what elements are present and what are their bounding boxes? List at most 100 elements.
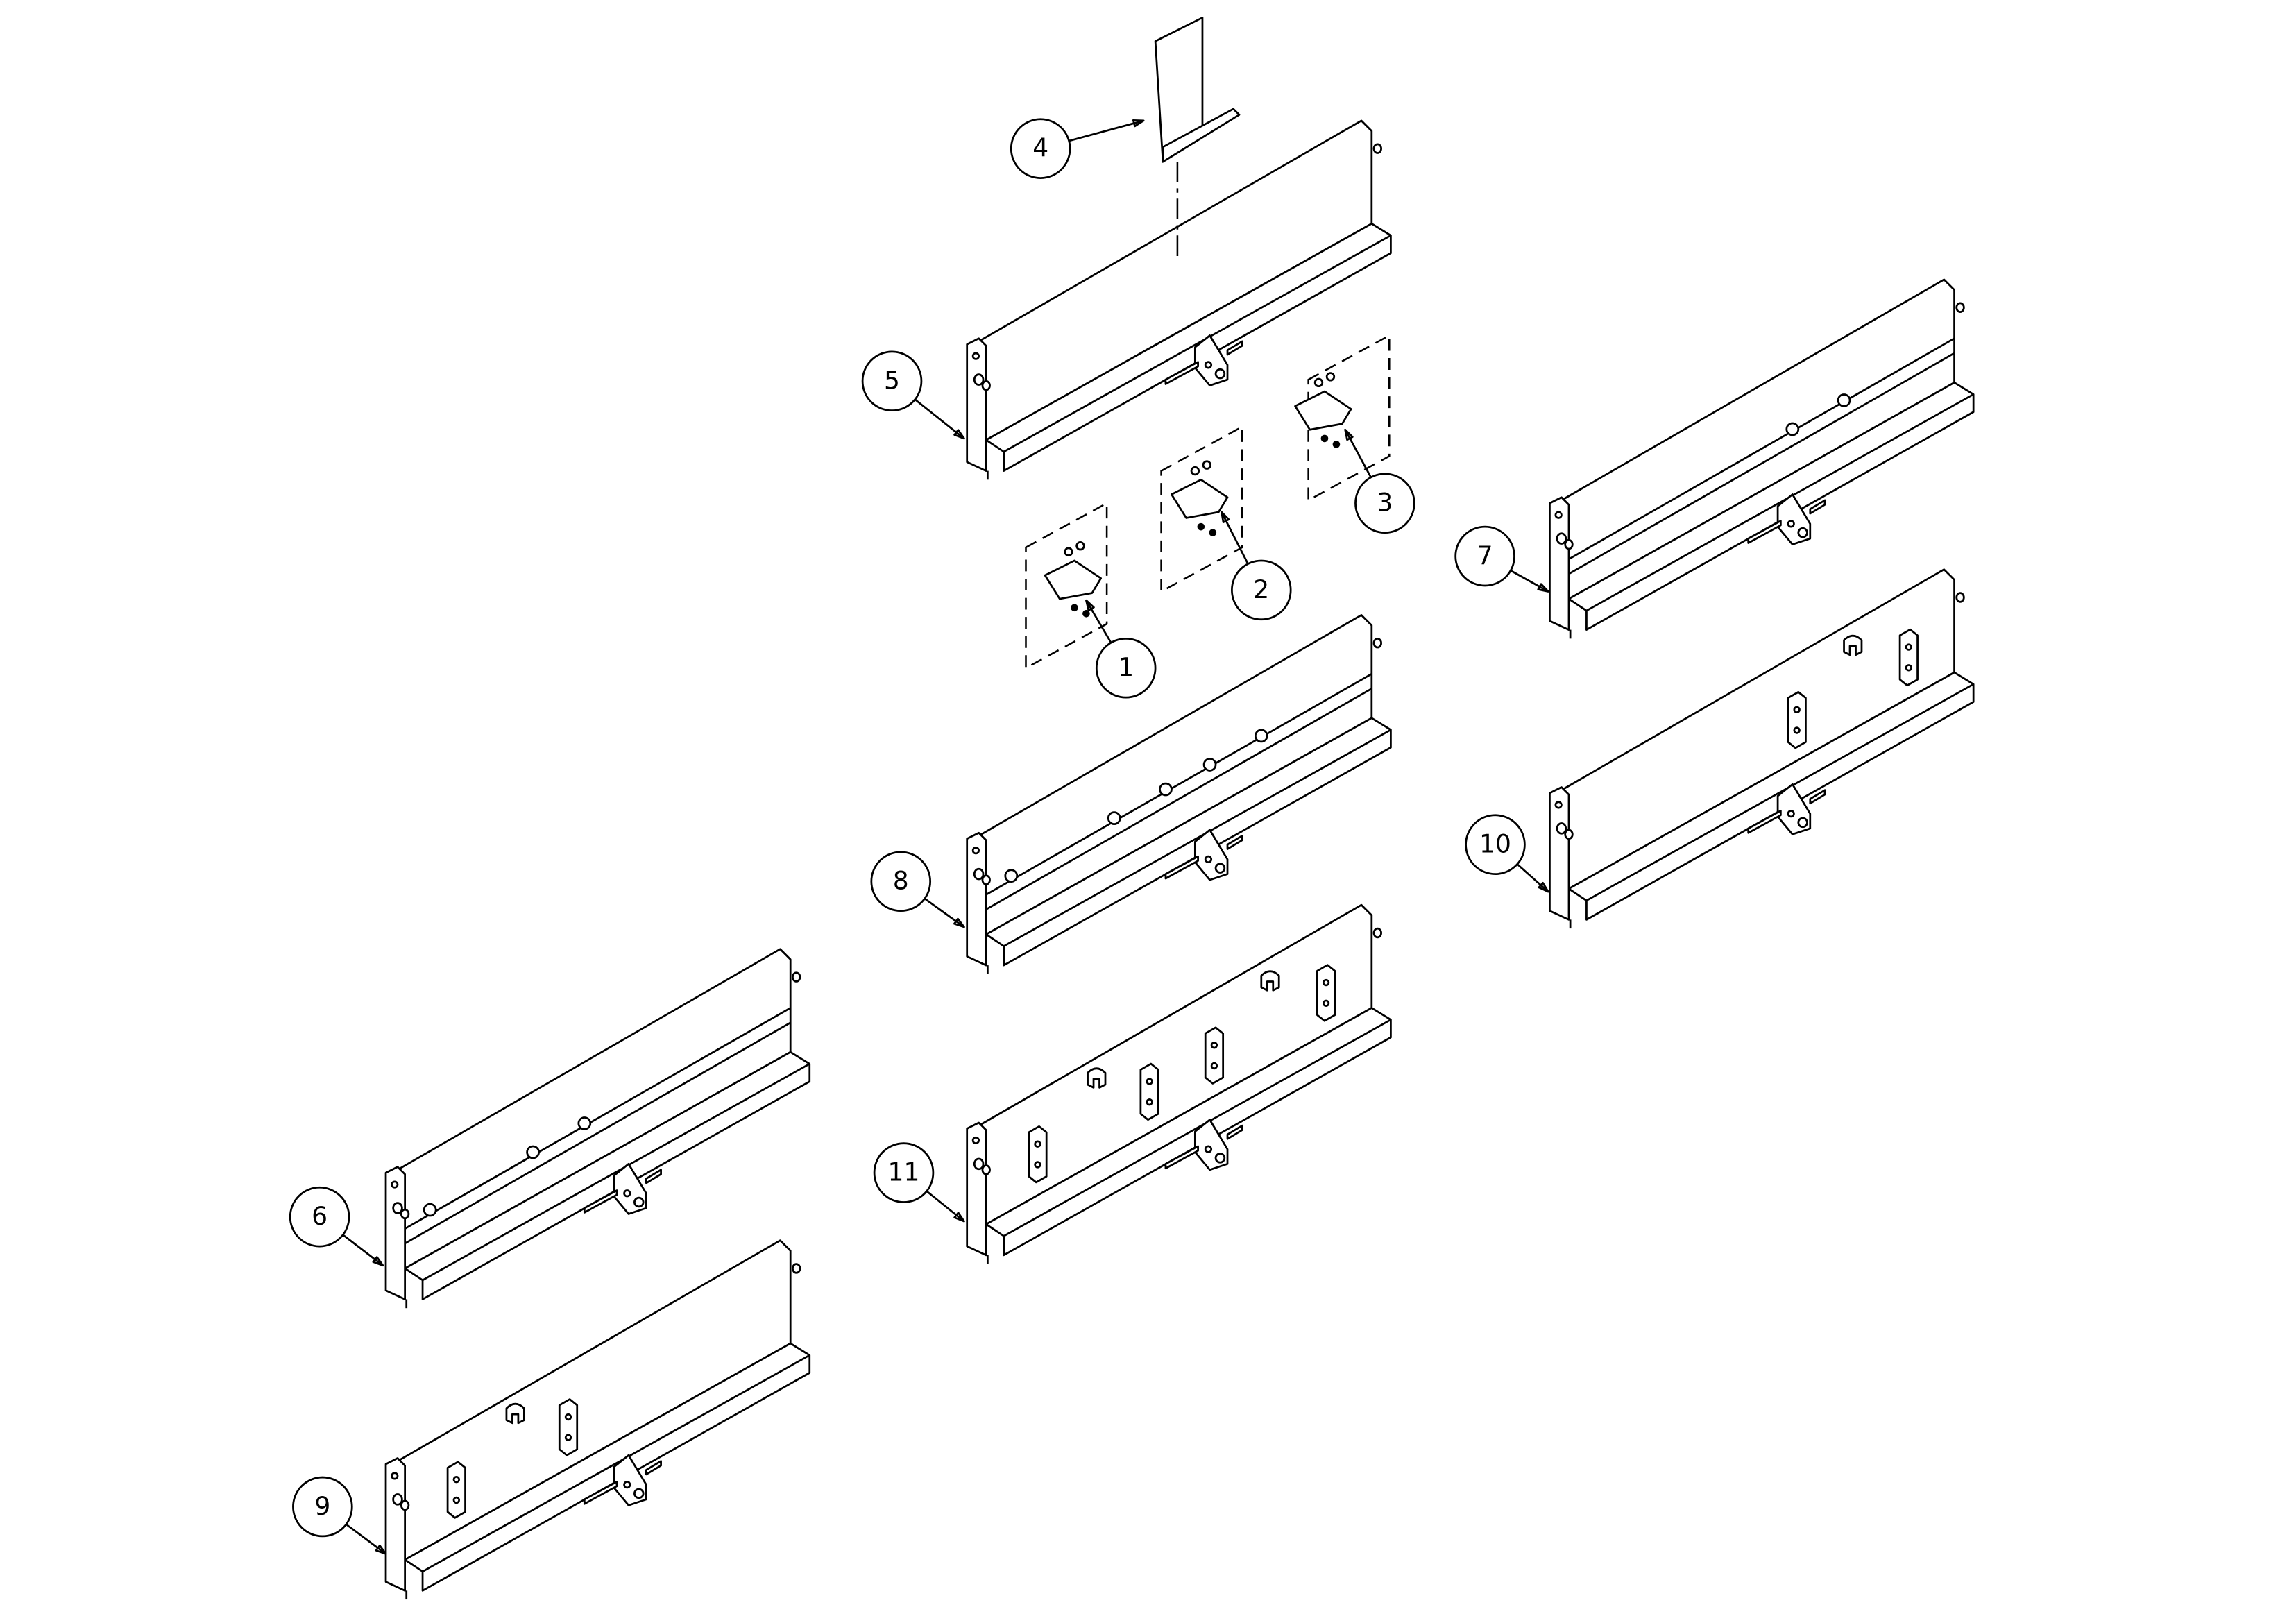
dashed-boundary <box>1025 502 1108 670</box>
latch-bolt <box>633 1488 645 1499</box>
washer <box>1564 829 1574 840</box>
leader-arrow <box>953 917 965 928</box>
post-hole <box>391 1180 399 1189</box>
rod-collar <box>1004 869 1019 883</box>
latch-bar <box>1747 810 1782 834</box>
flange-edge <box>422 1354 810 1572</box>
divider-plate <box>1154 17 1241 163</box>
rod <box>985 688 1372 910</box>
latch-bar <box>645 1460 662 1476</box>
latch-bar <box>1809 789 1826 805</box>
callout-11: 11 <box>873 1142 965 1223</box>
bracket-body <box>1294 390 1352 431</box>
bolt-head <box>973 867 985 881</box>
rod-collar <box>1202 758 1217 772</box>
latch-bar <box>1164 1145 1199 1170</box>
post-hole <box>1554 511 1563 519</box>
post-hole <box>971 352 980 360</box>
clevis-hole <box>1322 999 1330 1007</box>
callout-label: 5 <box>884 367 900 396</box>
bracket-2 <box>1160 425 1243 593</box>
rod-collar <box>1837 393 1851 407</box>
latch-bar <box>583 1481 618 1505</box>
callout-circle <box>1230 559 1292 621</box>
bracket-1 <box>1025 502 1108 670</box>
clevis-plate <box>1028 1125 1048 1184</box>
end-post <box>384 1457 406 1592</box>
clevis-hole <box>1793 726 1801 734</box>
dashed-boundary <box>1160 425 1243 593</box>
post-hole <box>971 847 980 855</box>
callout-circle <box>1454 525 1515 587</box>
leader-arrow <box>1221 511 1230 523</box>
post-hole <box>971 1136 980 1145</box>
panel-7 <box>1549 278 1975 639</box>
latch-bar <box>583 1189 618 1214</box>
nut <box>1320 434 1329 443</box>
panel-5 <box>966 119 1392 480</box>
panel-8 <box>966 614 1392 974</box>
leader-line <box>1085 600 1112 643</box>
rod <box>985 673 1372 896</box>
latch-bar <box>1747 520 1782 544</box>
leader-arrow <box>375 1544 387 1555</box>
callout-1: 1 <box>1085 599 1157 699</box>
bracket-body <box>1044 559 1103 600</box>
rod <box>404 1021 791 1245</box>
bracket-body <box>1171 478 1229 519</box>
callout-label: 2 <box>1253 576 1269 604</box>
latch-bolt <box>633 1196 645 1208</box>
flange-edge <box>1585 393 1974 612</box>
callout-label: 6 <box>312 1203 328 1231</box>
nut <box>1209 529 1217 536</box>
leader-arrow <box>1538 881 1549 893</box>
leader-arrow <box>1085 599 1095 612</box>
leader-line <box>1516 863 1549 893</box>
washer <box>981 874 991 885</box>
latch-bar <box>1164 855 1199 880</box>
flange-edge <box>1003 729 1392 947</box>
washer <box>981 1164 991 1175</box>
screw <box>1190 466 1200 476</box>
bolt-head <box>392 1493 403 1506</box>
screw <box>1075 541 1085 551</box>
clevis-hole <box>1210 1042 1218 1049</box>
latch-bolt <box>1204 1145 1213 1153</box>
rod <box>404 1007 791 1230</box>
end-post <box>1549 786 1570 921</box>
leader-line <box>924 897 965 928</box>
callout-circle <box>1465 814 1526 876</box>
clevis-hole <box>1034 1140 1041 1148</box>
nut <box>1071 604 1078 612</box>
latch-bolt <box>1214 1153 1226 1164</box>
clevis-hole <box>1905 643 1913 651</box>
leader-line <box>926 1190 965 1223</box>
callout-5: 5 <box>861 350 965 440</box>
u-bracket <box>1087 1067 1107 1089</box>
bolt-head <box>973 1157 985 1171</box>
flange-edge <box>1585 683 1974 901</box>
latch-bar <box>645 1169 662 1184</box>
leader-arrow <box>953 1212 965 1223</box>
rod-collar <box>1254 729 1268 743</box>
clevis-plate <box>1204 1026 1225 1085</box>
callout-10: 10 <box>1465 814 1549 893</box>
callout-circle <box>870 851 932 912</box>
latch-bar <box>1809 499 1826 515</box>
flange-edge <box>1003 1019 1392 1237</box>
latch-bar <box>1226 340 1243 356</box>
clevis-plate <box>1898 628 1919 687</box>
u-bracket <box>1843 634 1863 656</box>
bolt-head <box>1372 927 1382 939</box>
callout-circle <box>861 350 923 412</box>
end-post <box>966 831 987 967</box>
bolt-head <box>1955 302 1965 313</box>
callout-label: 9 <box>314 1493 330 1521</box>
bracket-3 <box>1294 334 1391 502</box>
panel-6 <box>384 948 811 1309</box>
leader-arrow <box>953 429 965 440</box>
rod-collar <box>1159 782 1173 797</box>
nut <box>1332 441 1341 448</box>
callout-3: 3 <box>1344 428 1415 534</box>
clevis-hole <box>1146 1098 1153 1106</box>
